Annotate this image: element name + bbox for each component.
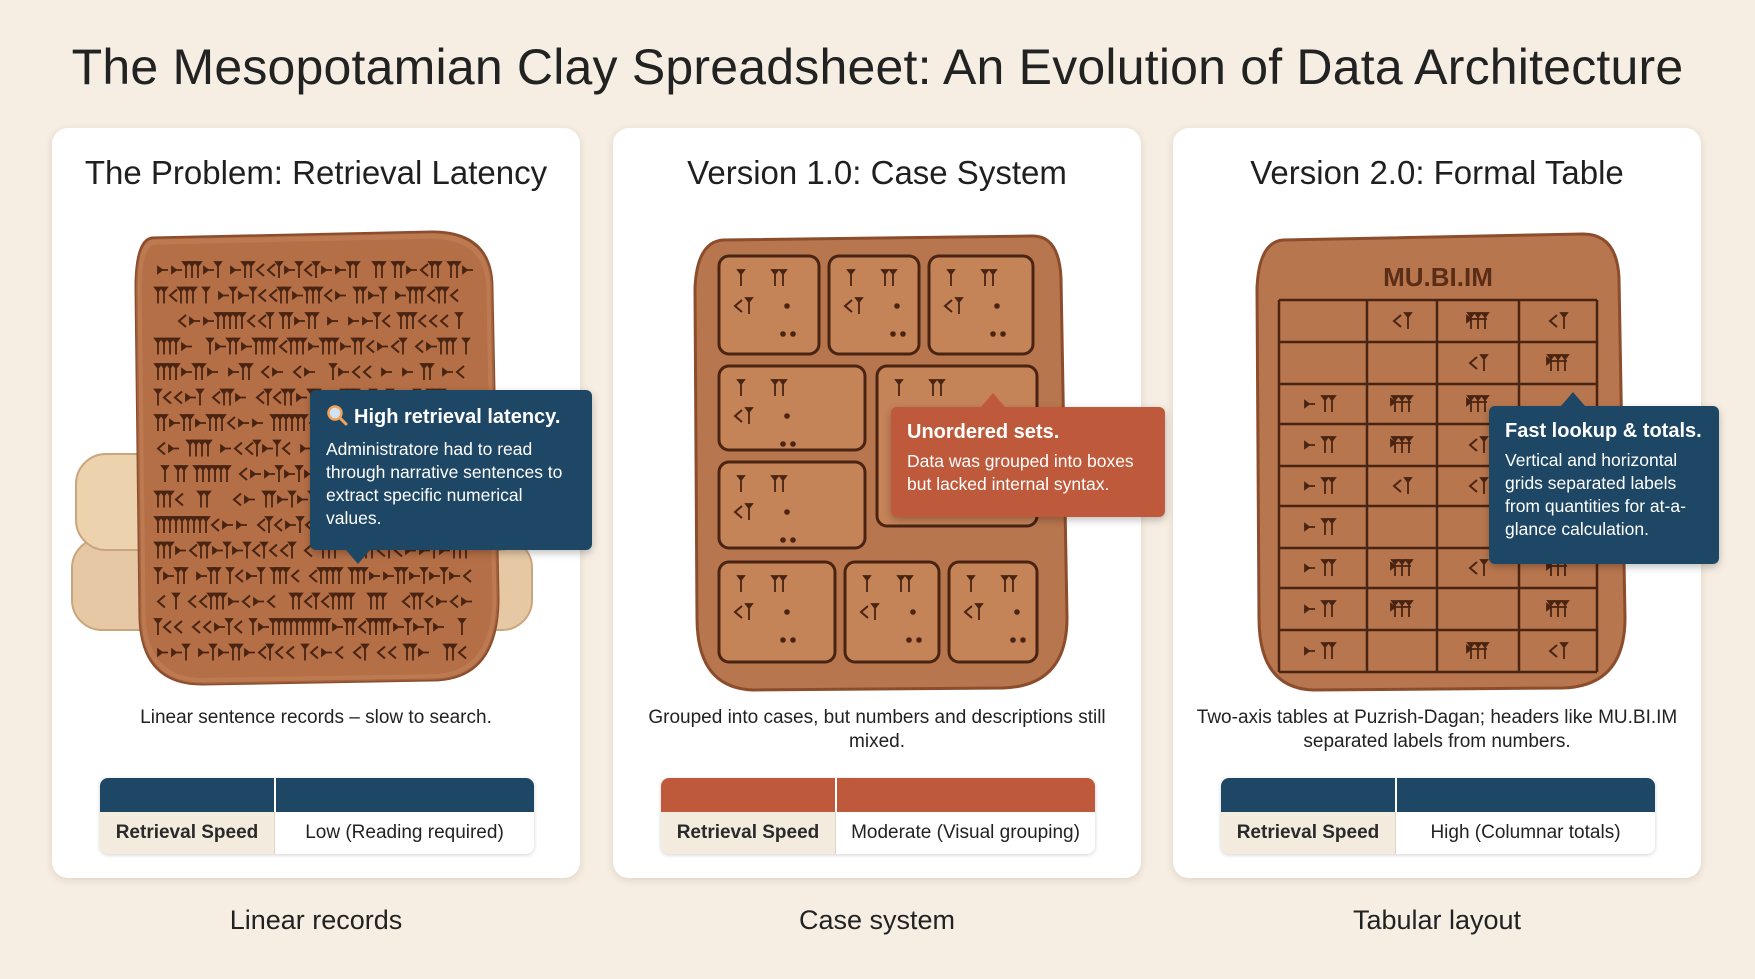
bottom-label-case: Case system: [798, 905, 956, 935]
metric-value: High (Columnar totals): [1430, 822, 1621, 843]
panel-case-system: Version 1.0: Case System Unordered sets.…: [613, 128, 1165, 878]
callout-fast-lookup: Fast lookup & totals. Vertical and horiz…: [1489, 392, 1719, 564]
panel-linear-records: The Problem: Retrieval Latency High retr…: [52, 128, 592, 878]
bottom-label-linear: Linear records: [229, 905, 403, 935]
callout-title: Unordered sets.: [907, 421, 1060, 443]
metric-label: Retrieval Speed: [661, 812, 836, 854]
panel-title: Version 1.0: Case System: [687, 154, 1067, 191]
callout-unordered-sets: Unordered sets. Data was grouped into bo…: [891, 393, 1165, 517]
panel-formal-table: Version 2.0: Formal Table MU.BI.IM Fast …: [1173, 128, 1719, 878]
retrieval-speed-table: Retrieval Speed Low (Reading required): [100, 778, 534, 854]
bottom-label-tabular: Tabular layout: [1352, 905, 1522, 935]
panel-caption: Two-axis tables at Puzrish-Dagan; header…: [1196, 707, 1678, 752]
metric-value: Low (Reading required): [305, 822, 504, 843]
callout-title: High retrieval latency.: [326, 404, 576, 432]
metric-label: Retrieval Speed: [1221, 812, 1396, 854]
callout-title: Fast lookup & totals.: [1505, 420, 1702, 442]
metric-value: Moderate (Visual grouping): [851, 822, 1080, 843]
retrieval-speed-table: Retrieval Speed Moderate (Visual groupin…: [661, 778, 1095, 854]
callout-body: Vertical and horizontal grids separated …: [1505, 450, 1686, 539]
page-title: The Mesopotamian Clay Spreadsheet: An Ev…: [71, 39, 1684, 95]
callout-high-latency: High retrieval latency. Administratore h…: [310, 390, 592, 564]
retrieval-speed-table: Retrieval Speed High (Columnar totals): [1221, 778, 1655, 854]
metric-label: Retrieval Speed: [100, 812, 275, 854]
panel-caption: Grouped into cases, but numbers and desc…: [648, 707, 1106, 752]
callout-body: Data was grouped into boxes but lacked i…: [907, 451, 1134, 494]
magnifier-icon: [326, 404, 348, 432]
panel-title: Version 2.0: Formal Table: [1250, 154, 1624, 191]
callout-body: Administratore had to read through narra…: [326, 439, 563, 528]
panel-title: The Problem: Retrieval Latency: [84, 154, 548, 191]
tablet-header-text: MU.BI.IM: [1383, 262, 1493, 292]
panel-caption: Linear sentence records – slow to search…: [140, 707, 492, 728]
